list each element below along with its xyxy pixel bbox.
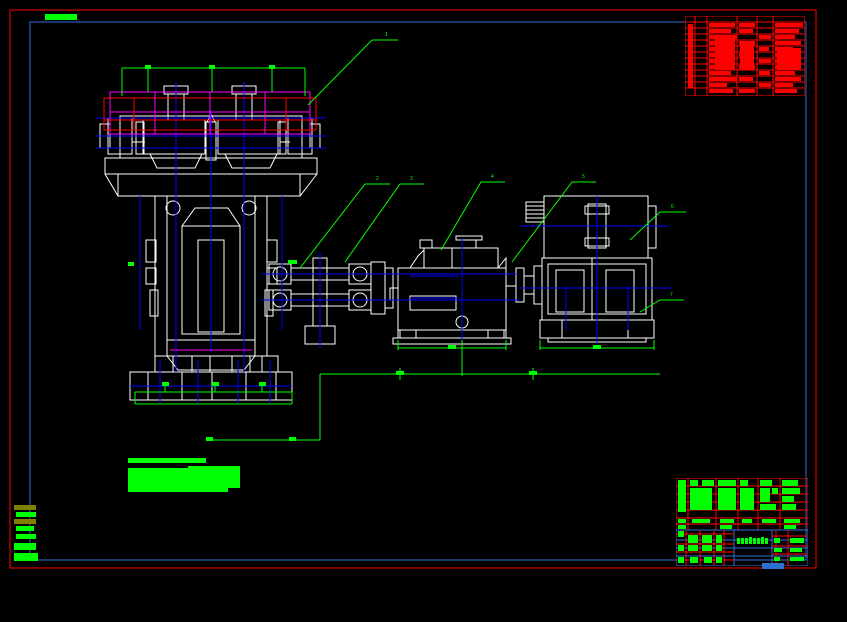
mill-base-frame-geometry	[129, 355, 293, 401]
shaft-coupling-geometry	[515, 265, 543, 305]
dimension-text	[206, 437, 213, 441]
dimension-lines	[121, 67, 660, 441]
revision-entry[interactable]	[14, 543, 36, 550]
mill-stand-column-geometry	[145, 195, 278, 371]
parts-table-grid	[685, 16, 805, 96]
dimension-text	[145, 65, 151, 69]
revision-entry[interactable]	[14, 505, 36, 510]
centerlines	[96, 82, 672, 404]
dimension-text	[529, 371, 537, 375]
technical-notes-block	[128, 458, 250, 492]
revision-entry[interactable]	[16, 512, 36, 517]
notes-body-tail	[128, 488, 228, 492]
parts-table-text-fill	[688, 23, 803, 93]
balloon-label-1[interactable]: 1	[385, 32, 388, 38]
dimension-text	[396, 371, 404, 375]
balloon-label-5[interactable]: 5	[582, 174, 585, 180]
dimension-text	[162, 382, 169, 386]
balloon-label-6[interactable]: 6	[671, 204, 674, 210]
universal-coupling-geometry	[268, 257, 394, 345]
revision-stack[interactable]	[14, 505, 38, 567]
notes-body	[128, 468, 240, 488]
title-block[interactable]	[676, 478, 808, 566]
notes-heading	[128, 458, 206, 463]
balloon-label-2[interactable]: 2	[376, 176, 379, 182]
dimension-text	[289, 437, 296, 441]
balloon-leader-lines	[299, 39, 686, 313]
revision-entry[interactable]	[14, 519, 36, 524]
dimension-text	[288, 260, 297, 264]
sheet-borders	[9, 9, 817, 569]
gear-reducer-geometry	[389, 235, 517, 345]
mill-grid-overlay	[103, 91, 317, 351]
revision-entry[interactable]	[14, 553, 38, 561]
bottom-status-tab[interactable]	[762, 563, 784, 569]
dimension-text	[259, 382, 266, 386]
dimension-text	[593, 345, 601, 349]
dimension-text	[128, 262, 134, 266]
title-block-grid	[676, 478, 808, 566]
dimension-text	[448, 345, 456, 349]
dimension-text	[209, 65, 215, 69]
parts-table[interactable]	[685, 16, 805, 96]
balloon-label-3[interactable]: 3	[410, 176, 413, 182]
notes-body-extra	[188, 466, 240, 471]
balloon-label-4[interactable]: 4	[491, 174, 494, 180]
balloon-label-7[interactable]: 7	[670, 292, 673, 298]
top-left-tab[interactable]	[45, 14, 77, 20]
title-block-upper-text	[678, 480, 800, 529]
dimension-text	[269, 65, 275, 69]
revision-entry[interactable]	[16, 526, 34, 531]
title-block-lower-text	[678, 531, 804, 563]
revision-entry[interactable]	[16, 534, 36, 539]
dimension-text	[212, 382, 219, 386]
